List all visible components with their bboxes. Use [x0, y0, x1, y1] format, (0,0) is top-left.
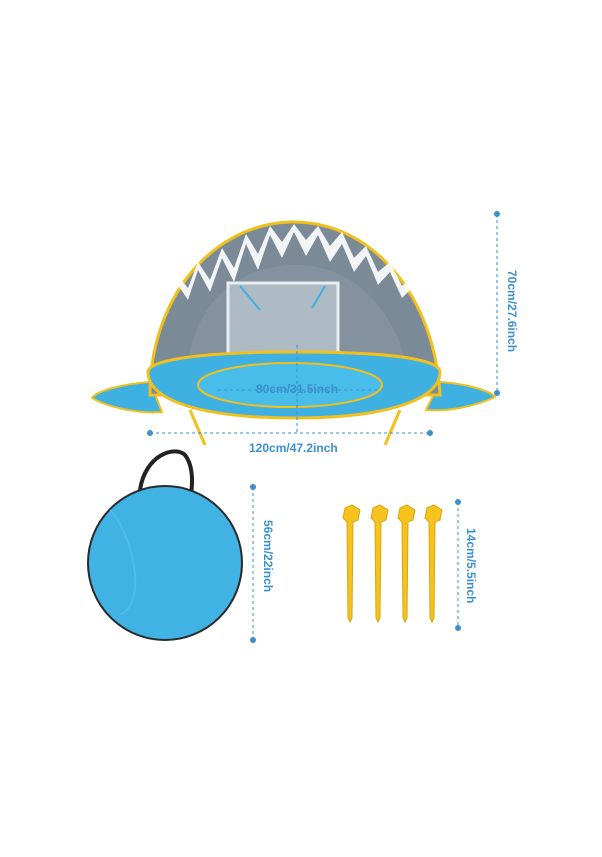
carry-bag — [87, 449, 243, 641]
left-fin-flap — [90, 380, 164, 414]
stake — [370, 504, 389, 624]
tent-stakes — [342, 504, 443, 624]
bag-body — [87, 485, 243, 641]
tent-height-label: 70cm/27.6inch — [505, 270, 519, 353]
dimension-lines — [147, 211, 500, 643]
shark-teeth — [168, 224, 420, 306]
stake-length-label: 14cm/5.5inch — [464, 528, 478, 604]
stake — [342, 504, 361, 624]
pool-inner — [197, 362, 383, 408]
bag-handle — [138, 449, 194, 502]
right-fin-flap — [424, 380, 497, 412]
bag-diameter-label: 56cm/22inch — [261, 520, 275, 593]
shark-tent — [90, 220, 497, 446]
stake — [397, 504, 416, 624]
tent-width-label: 120cm/47.2inch — [249, 441, 338, 455]
stake — [424, 504, 443, 624]
pool-diameter-label: 80cm/31.5inch — [256, 382, 339, 396]
